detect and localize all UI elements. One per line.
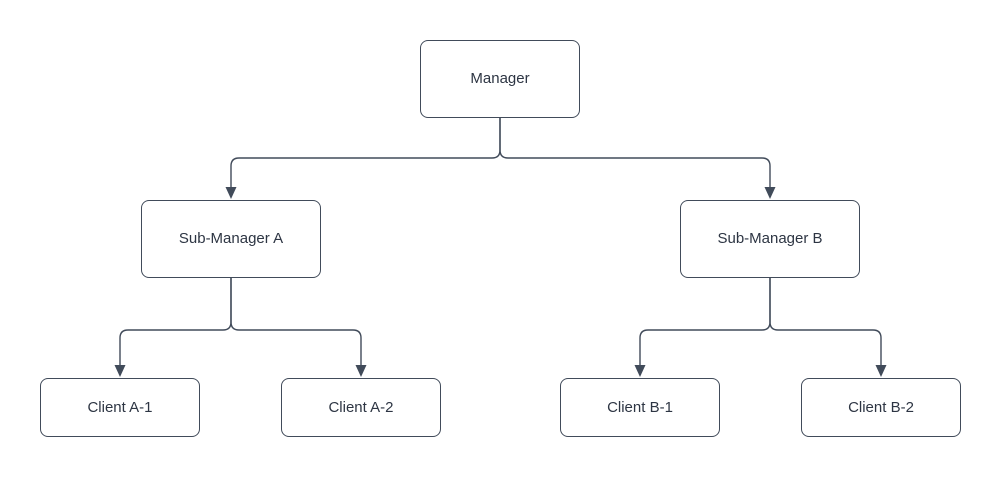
edge-manager-to-sub-manager-a — [225, 118, 501, 199]
node-manager[interactable]: Manager — [420, 40, 580, 118]
node-client-a2-label: Client A-2 — [328, 398, 394, 416]
node-client-b1[interactable]: Client B-1 — [560, 378, 720, 437]
edge-manager-to-sub-manager-b — [499, 118, 776, 199]
node-client-a2[interactable]: Client A-2 — [281, 378, 441, 437]
edge-sub-manager-b-to-client-b2 — [769, 278, 887, 377]
node-sub-manager-a[interactable]: Sub-Manager A — [141, 200, 321, 278]
node-client-b2[interactable]: Client B-2 — [801, 378, 961, 437]
node-client-b1-label: Client B-1 — [607, 398, 673, 416]
node-sub-manager-b[interactable]: Sub-Manager B — [680, 200, 860, 278]
edge-sub-manager-a-to-client-a2 — [230, 278, 367, 377]
edge-sub-manager-a-to-client-a1 — [114, 278, 232, 377]
edge-sub-manager-b-to-client-b1 — [634, 278, 771, 377]
node-client-b2-label: Client B-2 — [848, 398, 914, 416]
node-sub-manager-a-label: Sub-Manager A — [178, 230, 284, 247]
node-client-a1[interactable]: Client A-1 — [40, 378, 200, 437]
node-sub-manager-b-label: Sub-Manager B — [717, 230, 823, 247]
node-client-a1-label: Client A-1 — [87, 398, 153, 416]
node-manager-label: Manager — [470, 70, 530, 87]
